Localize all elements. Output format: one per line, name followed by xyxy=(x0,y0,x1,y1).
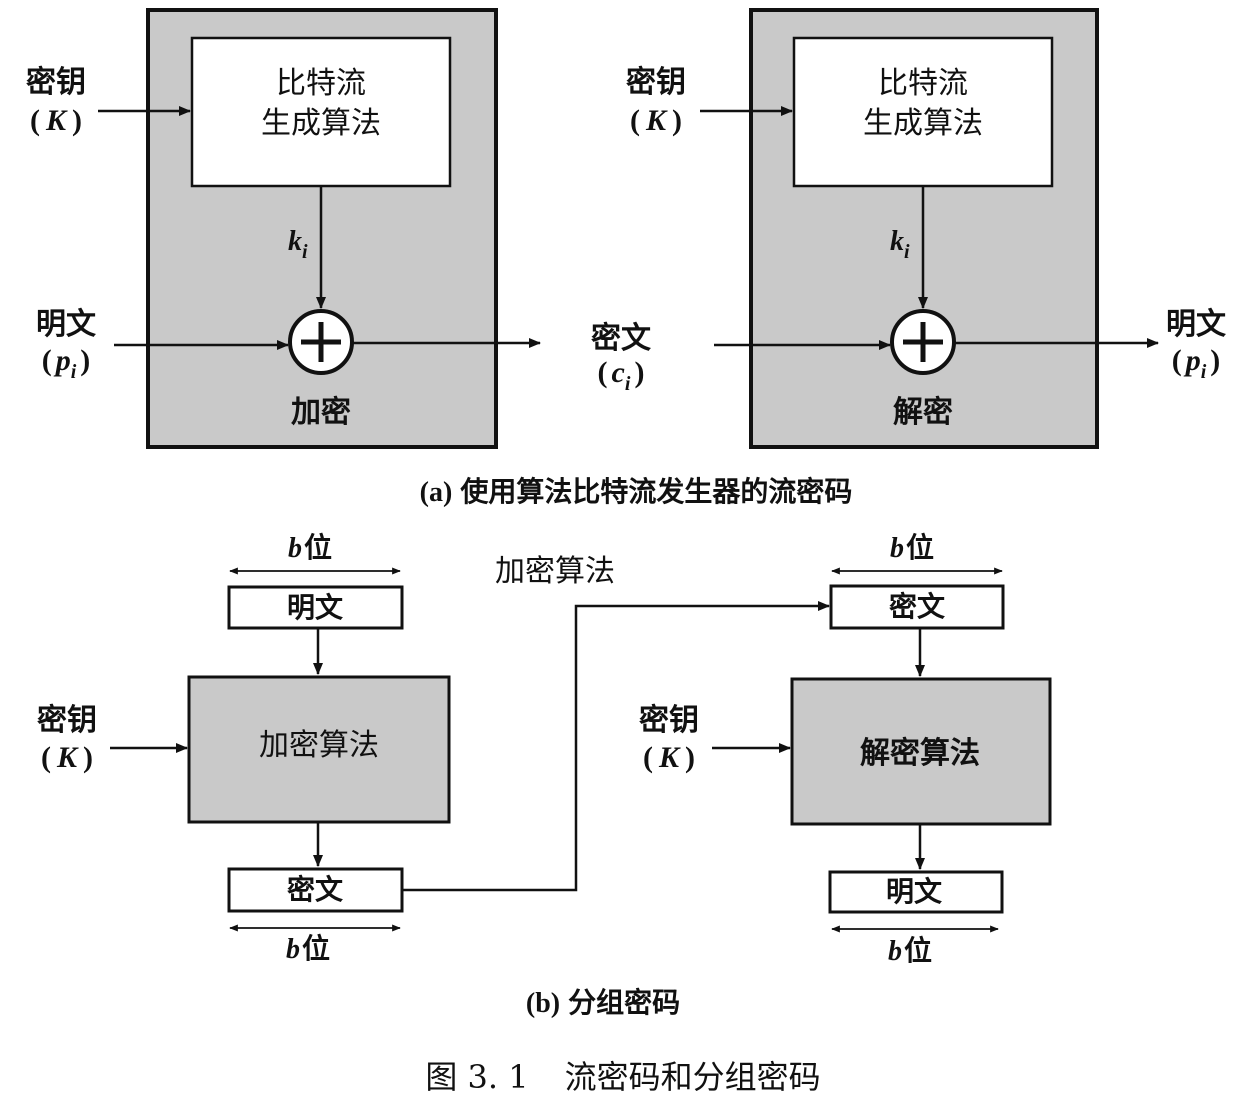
block-plaintext-label: 明文 xyxy=(287,591,343,624)
block-width-bottom-enc: b位 xyxy=(286,932,330,965)
generator-label-line2-enc: 生成算法 xyxy=(261,106,381,141)
key-label-enc: 密钥 xyxy=(26,65,86,100)
block-encryption-algorithm-label: 加密算法 xyxy=(259,728,379,763)
block-key-symbol-enc: (K) xyxy=(41,741,93,774)
block-plaintext-box xyxy=(227,585,404,630)
operation-label-dec: 解密 xyxy=(893,395,953,430)
block-key-label-dec: 密钥 xyxy=(639,703,699,738)
figure-title: 流密码和分组密码 xyxy=(565,1058,821,1096)
block-encryption-algorithm-box xyxy=(187,675,451,824)
block-link-label: 加密算法 xyxy=(495,554,615,589)
key-label-dec: 密钥 xyxy=(626,65,686,100)
block-width-top-dec: b位 xyxy=(890,531,934,564)
block-width-top-enc: b位 xyxy=(288,531,332,564)
key-symbol-enc: (K) xyxy=(30,104,82,137)
caption-a: (a)使用算法比特流发生器的流密码 xyxy=(420,475,853,508)
block-plaintext-out-box xyxy=(828,870,1004,914)
block-ciphertext-box-dec xyxy=(829,584,1005,630)
block-width-bottom-dec: b位 xyxy=(888,934,932,967)
generator-label-line1-enc: 比特流 xyxy=(276,66,366,101)
block-key-symbol-dec: (K) xyxy=(643,741,695,774)
block-key-label-enc: 密钥 xyxy=(37,703,97,738)
figure-caption: 图 3. 1 流密码和分组密码 xyxy=(425,1058,820,1096)
xor-icon-enc xyxy=(288,309,354,375)
block-ciphertext-link-arrow xyxy=(402,601,830,892)
bitstream-generator-box-dec xyxy=(792,36,1054,188)
bitstream-generator-box-enc xyxy=(190,36,452,188)
block-decryption-algorithm-label: 解密算法 xyxy=(860,736,980,771)
keystream-symbol-dec: ki xyxy=(890,226,910,263)
ciphertext-label-stream: 密文 xyxy=(591,321,651,356)
generator-label-line2-dec: 生成算法 xyxy=(863,106,983,141)
plaintext-out-label-stream: 明文 xyxy=(1166,307,1226,342)
block-ciphertext-box-enc xyxy=(227,867,404,913)
generator-label-line1-dec: 比特流 xyxy=(878,66,968,101)
figure-number: 图 3. 1 xyxy=(425,1058,528,1096)
ciphertext-symbol-stream: (ci) xyxy=(598,356,645,395)
stream-decryption-panel: 比特流 生成算法 ki 解密 xyxy=(749,8,1099,449)
plaintext-symbol-stream: (pi) xyxy=(42,344,91,383)
plaintext-out-symbol-stream: (pi) xyxy=(1172,344,1221,383)
operation-label-enc: 加密 xyxy=(291,395,351,430)
block-plaintext-out-label: 明文 xyxy=(886,875,942,908)
block-ciphertext-label-dec: 密文 xyxy=(889,590,945,623)
block-decryption-algorithm-box xyxy=(790,677,1052,826)
keystream-symbol-enc: ki xyxy=(288,226,308,263)
xor-icon-dec xyxy=(890,309,956,375)
caption-b: (b)分组密码 xyxy=(526,986,680,1019)
stream-encryption-panel: 比特流 生成算法 ki 加密 xyxy=(146,8,498,449)
block-ciphertext-label-enc: 密文 xyxy=(287,873,343,906)
plaintext-label-stream: 明文 xyxy=(36,307,96,342)
key-symbol-dec: (K) xyxy=(630,104,682,137)
